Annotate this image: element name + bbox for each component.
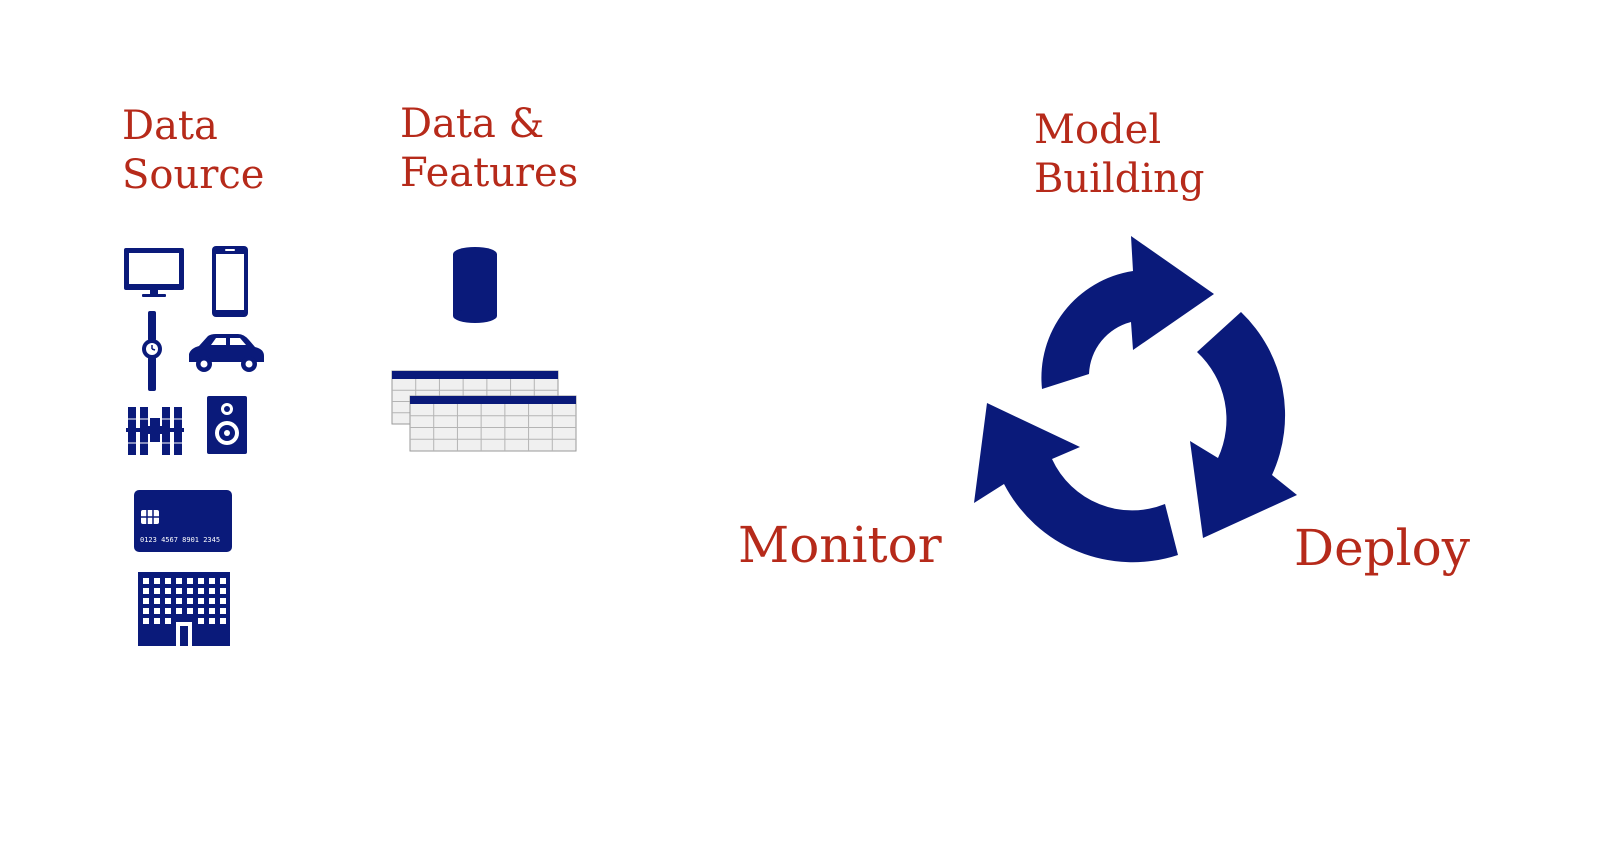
data-features-line-1: Data & bbox=[400, 101, 545, 147]
satellite-icon bbox=[126, 407, 184, 455]
database-icon bbox=[453, 247, 497, 323]
model-building-line-1: Model bbox=[1034, 107, 1162, 153]
data-source-label: Data Source bbox=[122, 102, 264, 200]
arrow-left bbox=[974, 403, 1178, 563]
spreadsheet-front bbox=[409, 395, 577, 452]
monitor-icon bbox=[124, 248, 184, 297]
data-features-line-2: Features bbox=[400, 149, 579, 196]
building-icon bbox=[138, 572, 230, 646]
deploy-label: Deploy bbox=[1294, 519, 1471, 577]
data-source-line-1: Data bbox=[122, 103, 218, 149]
car-icon bbox=[189, 334, 264, 372]
monitor-label: Monitor bbox=[738, 516, 942, 574]
model-building-label: Model Building bbox=[1034, 106, 1205, 204]
phone-icon bbox=[212, 246, 248, 317]
model-building-line-2: Building bbox=[1034, 155, 1205, 202]
data-features-label: Data & Features bbox=[400, 100, 578, 198]
arrow-top bbox=[1041, 236, 1214, 389]
credit-card-icon: 0123 4567 8901 2345 bbox=[134, 490, 232, 552]
arrow-right bbox=[1190, 312, 1297, 538]
watch-icon bbox=[142, 311, 162, 391]
card-number-text: 0123 4567 8901 2345 bbox=[140, 536, 220, 544]
speaker-icon bbox=[207, 396, 247, 454]
spreadsheet-icon bbox=[391, 370, 577, 452]
data-source-line-2: Source bbox=[122, 151, 265, 198]
cycle-arrows-icon bbox=[974, 236, 1297, 563]
